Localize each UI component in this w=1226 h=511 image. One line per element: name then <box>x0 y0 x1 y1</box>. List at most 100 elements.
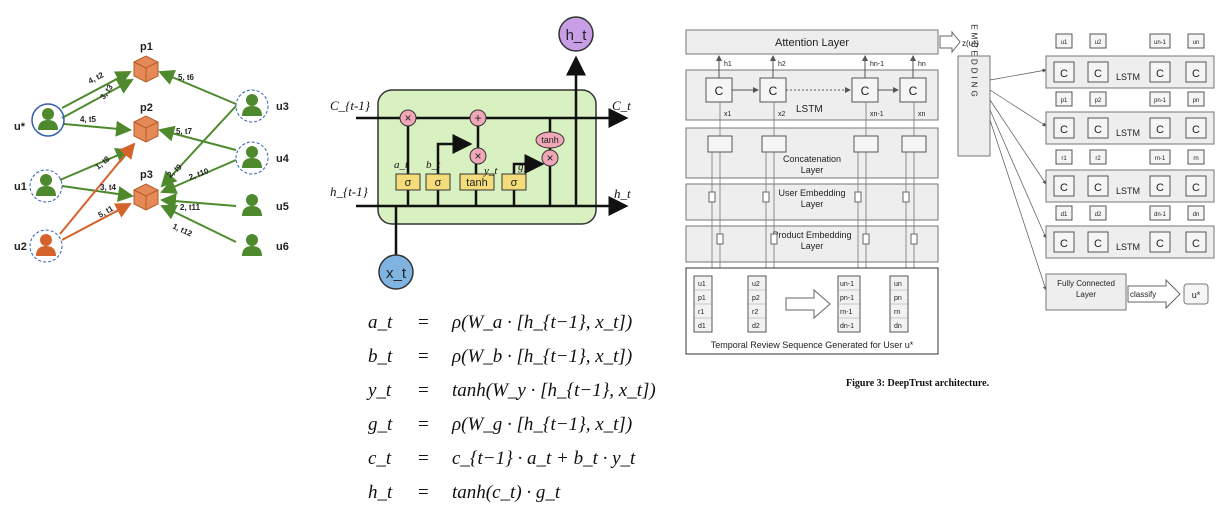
equation-row: b_t = ρ(W_b · [h_{t−1}, x_t]) <box>368 346 632 367</box>
edge-label-u1-p3a: 1, t8 <box>94 154 112 172</box>
out-label: p2 <box>1095 98 1102 104</box>
seq-cell: rn <box>894 309 900 316</box>
person-icon <box>36 174 56 196</box>
seq-cell: u2 <box>752 281 760 288</box>
output-h-label: h_t <box>566 27 588 44</box>
z-label: z(u*) <box>962 39 979 48</box>
gate-tanh <box>459 173 495 191</box>
gate-sigma1-label: σ <box>405 177 412 189</box>
user-u6 <box>242 234 262 256</box>
eq-rhs: tanh(c_t) · g_t <box>452 482 561 503</box>
out-label: un <box>1193 40 1200 46</box>
edge-ustar-p2 <box>63 120 132 137</box>
edge-label-u6-p3: 1, t12 <box>171 222 194 239</box>
x-label: x2 <box>778 111 786 118</box>
output-label: u* <box>1192 290 1201 300</box>
cell-label: C <box>1060 238 1068 250</box>
product-p3 <box>133 183 159 211</box>
seq-cell: dn-1 <box>840 323 854 330</box>
cell-label: C <box>861 84 870 98</box>
cell-label: C <box>1156 124 1164 136</box>
gate-sigma-forget <box>395 173 421 191</box>
out-label: dn <box>1193 212 1200 218</box>
h-label: hn <box>918 61 926 68</box>
edge-label-ustar-p2: 4, t5 <box>80 115 97 124</box>
lstm-cell <box>851 77 879 103</box>
edge-u1-p3 <box>61 185 134 202</box>
edge-label-ustar-p1: 4, t2 <box>87 70 106 86</box>
c-prev-label: C_{t-1} <box>330 98 371 113</box>
op-mul1-symbol: × <box>404 111 411 125</box>
output-node-h: h_t <box>558 16 594 52</box>
user-label-u3: u3 <box>276 101 289 113</box>
x-label: x1 <box>724 111 732 118</box>
op-multiply-input <box>469 147 487 165</box>
cell-label: C <box>715 84 724 98</box>
cell-label: C <box>1060 124 1068 136</box>
classify-arrow-icon <box>1127 278 1181 310</box>
gate-sigma-input <box>425 173 451 191</box>
lstm-layer-label: LSTM <box>796 104 823 115</box>
out-label: d1 <box>1061 212 1068 218</box>
product-p1 <box>133 55 159 83</box>
input-node-x: x_t <box>378 254 414 290</box>
user-label-u5: u5 <box>276 201 289 213</box>
graph-edges <box>59 70 237 243</box>
seq-cell: d2 <box>752 323 760 330</box>
right-row-r <box>1045 149 1215 203</box>
h-label: hn-1 <box>870 61 884 68</box>
right-lstm-label: LSTM <box>1116 128 1140 138</box>
gate-tanh-label: tanh <box>466 177 487 189</box>
edge-u3-p1 <box>158 70 237 105</box>
edge-u2-p2 <box>59 142 136 235</box>
op-mul3-symbol: × <box>546 151 553 165</box>
eq-equals: = <box>418 482 429 503</box>
input-x-label: x_t <box>386 265 407 282</box>
out-label: p1 <box>1061 98 1068 104</box>
user-ustar <box>31 103 65 137</box>
equation-row: g_t = ρ(W_g · [h_{t−1}, x_t]) <box>368 414 632 435</box>
cell-label: C <box>1094 68 1102 80</box>
equation-row: h_t = tanh(c_t) · g_t <box>368 482 561 503</box>
edge-u6-p3 <box>160 204 237 243</box>
person-icon <box>38 108 58 130</box>
product-label-p1: p1 <box>140 41 153 53</box>
edge-u1-p3-a <box>59 148 132 181</box>
cell-label: C <box>1192 238 1200 250</box>
eq-equals: = <box>418 448 429 469</box>
c-next-label: C_t <box>612 98 631 113</box>
arrow-icon <box>939 30 961 54</box>
person-icon <box>242 194 262 216</box>
op-tanh-output <box>535 131 565 149</box>
eq-equals: = <box>418 346 429 367</box>
cell-label: C <box>1094 124 1102 136</box>
person-icon <box>242 146 262 168</box>
seq-cell: p2 <box>752 295 760 302</box>
op-mul2-symbol: × <box>474 149 481 163</box>
embedding-box <box>957 55 991 157</box>
product-label-p2: p2 <box>140 102 153 114</box>
user-embedding-layer <box>685 183 939 221</box>
deeptrust-panel: Attention Layer z(u*) EMBEDDING C C C C … <box>685 24 1215 389</box>
edge-u4-p2 <box>158 125 237 151</box>
person-icon <box>242 234 262 256</box>
eq-rhs: ρ(W_a · [h_{t−1}, x_t]) <box>451 312 632 333</box>
out-label: dn-1 <box>1154 212 1167 218</box>
cell-label: C <box>1192 182 1200 194</box>
user-u4 <box>235 141 269 175</box>
gate-sigma2-label: σ <box>435 177 442 189</box>
big-arrow-icon <box>785 288 831 320</box>
out-label: un-1 <box>1154 40 1167 46</box>
seq-cell: dn <box>894 323 902 330</box>
product-p2 <box>133 115 159 143</box>
cell-label: C <box>1156 182 1164 194</box>
person-icon <box>36 234 56 256</box>
gate-g-label: g_t <box>518 161 533 173</box>
eq-lhs: g_t <box>368 414 393 435</box>
h-prev-label: h_{t-1} <box>330 184 369 199</box>
output-box <box>1183 283 1209 305</box>
out-label: u1 <box>1061 40 1068 46</box>
out-label: rn-1 <box>1155 156 1166 162</box>
edge-label-ustar-p1b: 3, t3 <box>98 82 115 101</box>
